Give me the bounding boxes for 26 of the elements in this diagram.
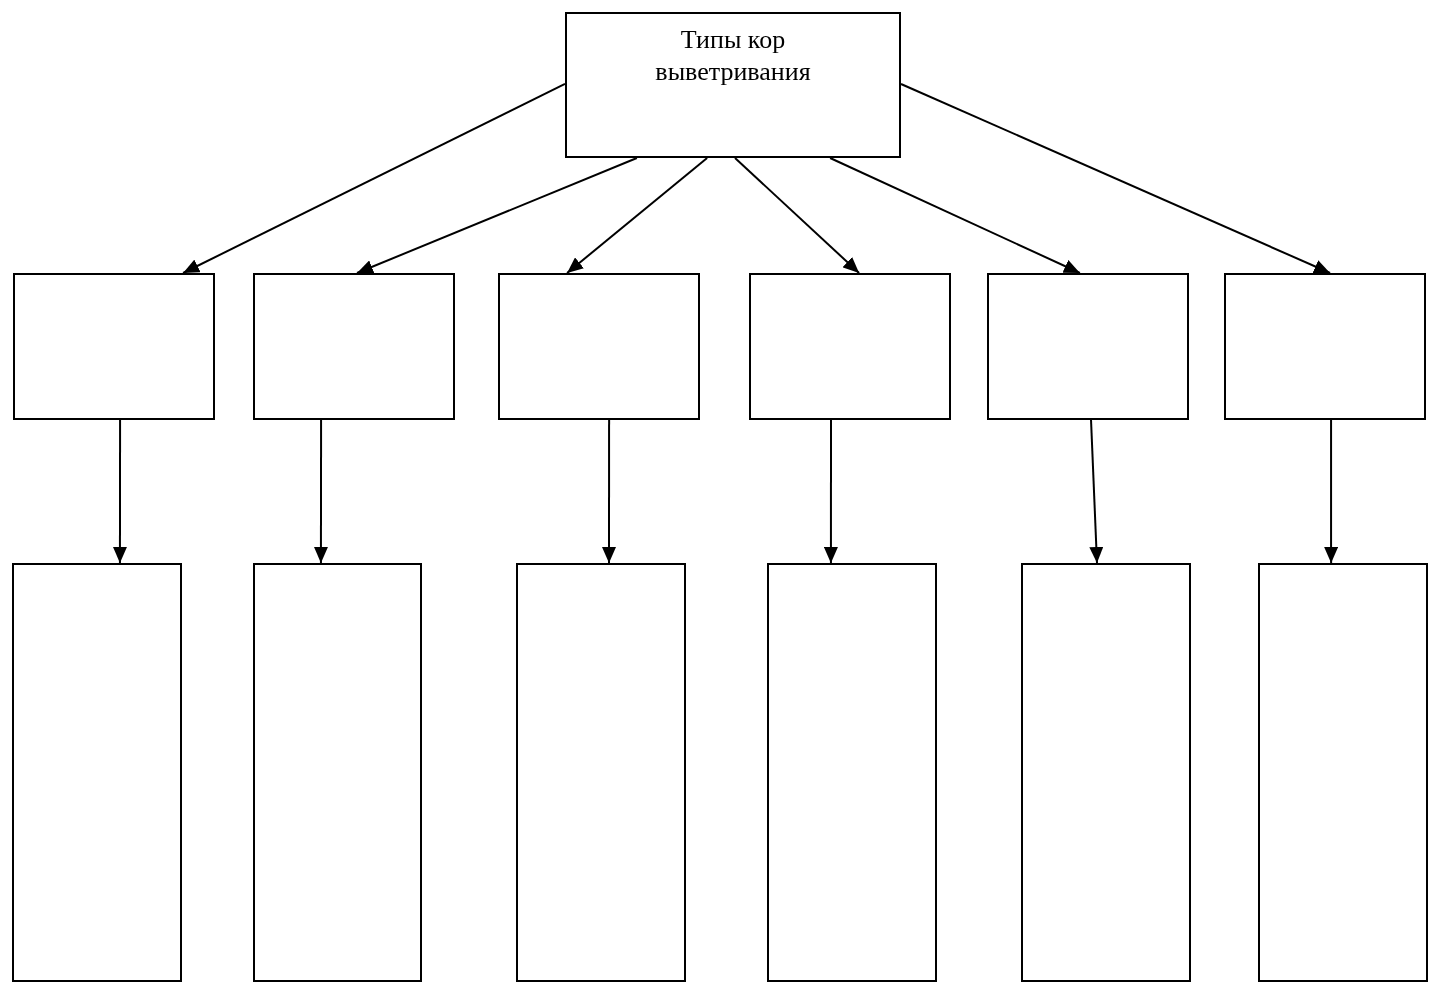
arrow — [356, 157, 638, 274]
arrow — [1324, 419, 1339, 564]
empty-box — [1224, 273, 1426, 420]
empty-box — [987, 273, 1189, 420]
arrow — [900, 83, 1332, 274]
empty-box — [13, 273, 215, 420]
arrow — [734, 157, 861, 274]
empty-box — [749, 273, 951, 420]
box-title: Типы кор выветривания — [654, 24, 812, 88]
empty-box — [516, 563, 686, 982]
empty-box — [253, 563, 422, 982]
empty-box — [767, 563, 937, 982]
arrow — [112, 419, 127, 564]
arrow — [829, 157, 1081, 274]
arrow — [566, 157, 709, 274]
arrow — [602, 419, 616, 564]
arrow — [1089, 419, 1104, 564]
arrow — [182, 83, 566, 274]
empty-box — [498, 273, 700, 420]
title-box — [565, 12, 901, 158]
arrow — [823, 419, 838, 564]
arrow — [313, 419, 328, 564]
empty-box — [1021, 563, 1191, 982]
empty-box — [12, 563, 182, 982]
empty-box — [253, 273, 455, 420]
empty-box — [1258, 563, 1428, 982]
